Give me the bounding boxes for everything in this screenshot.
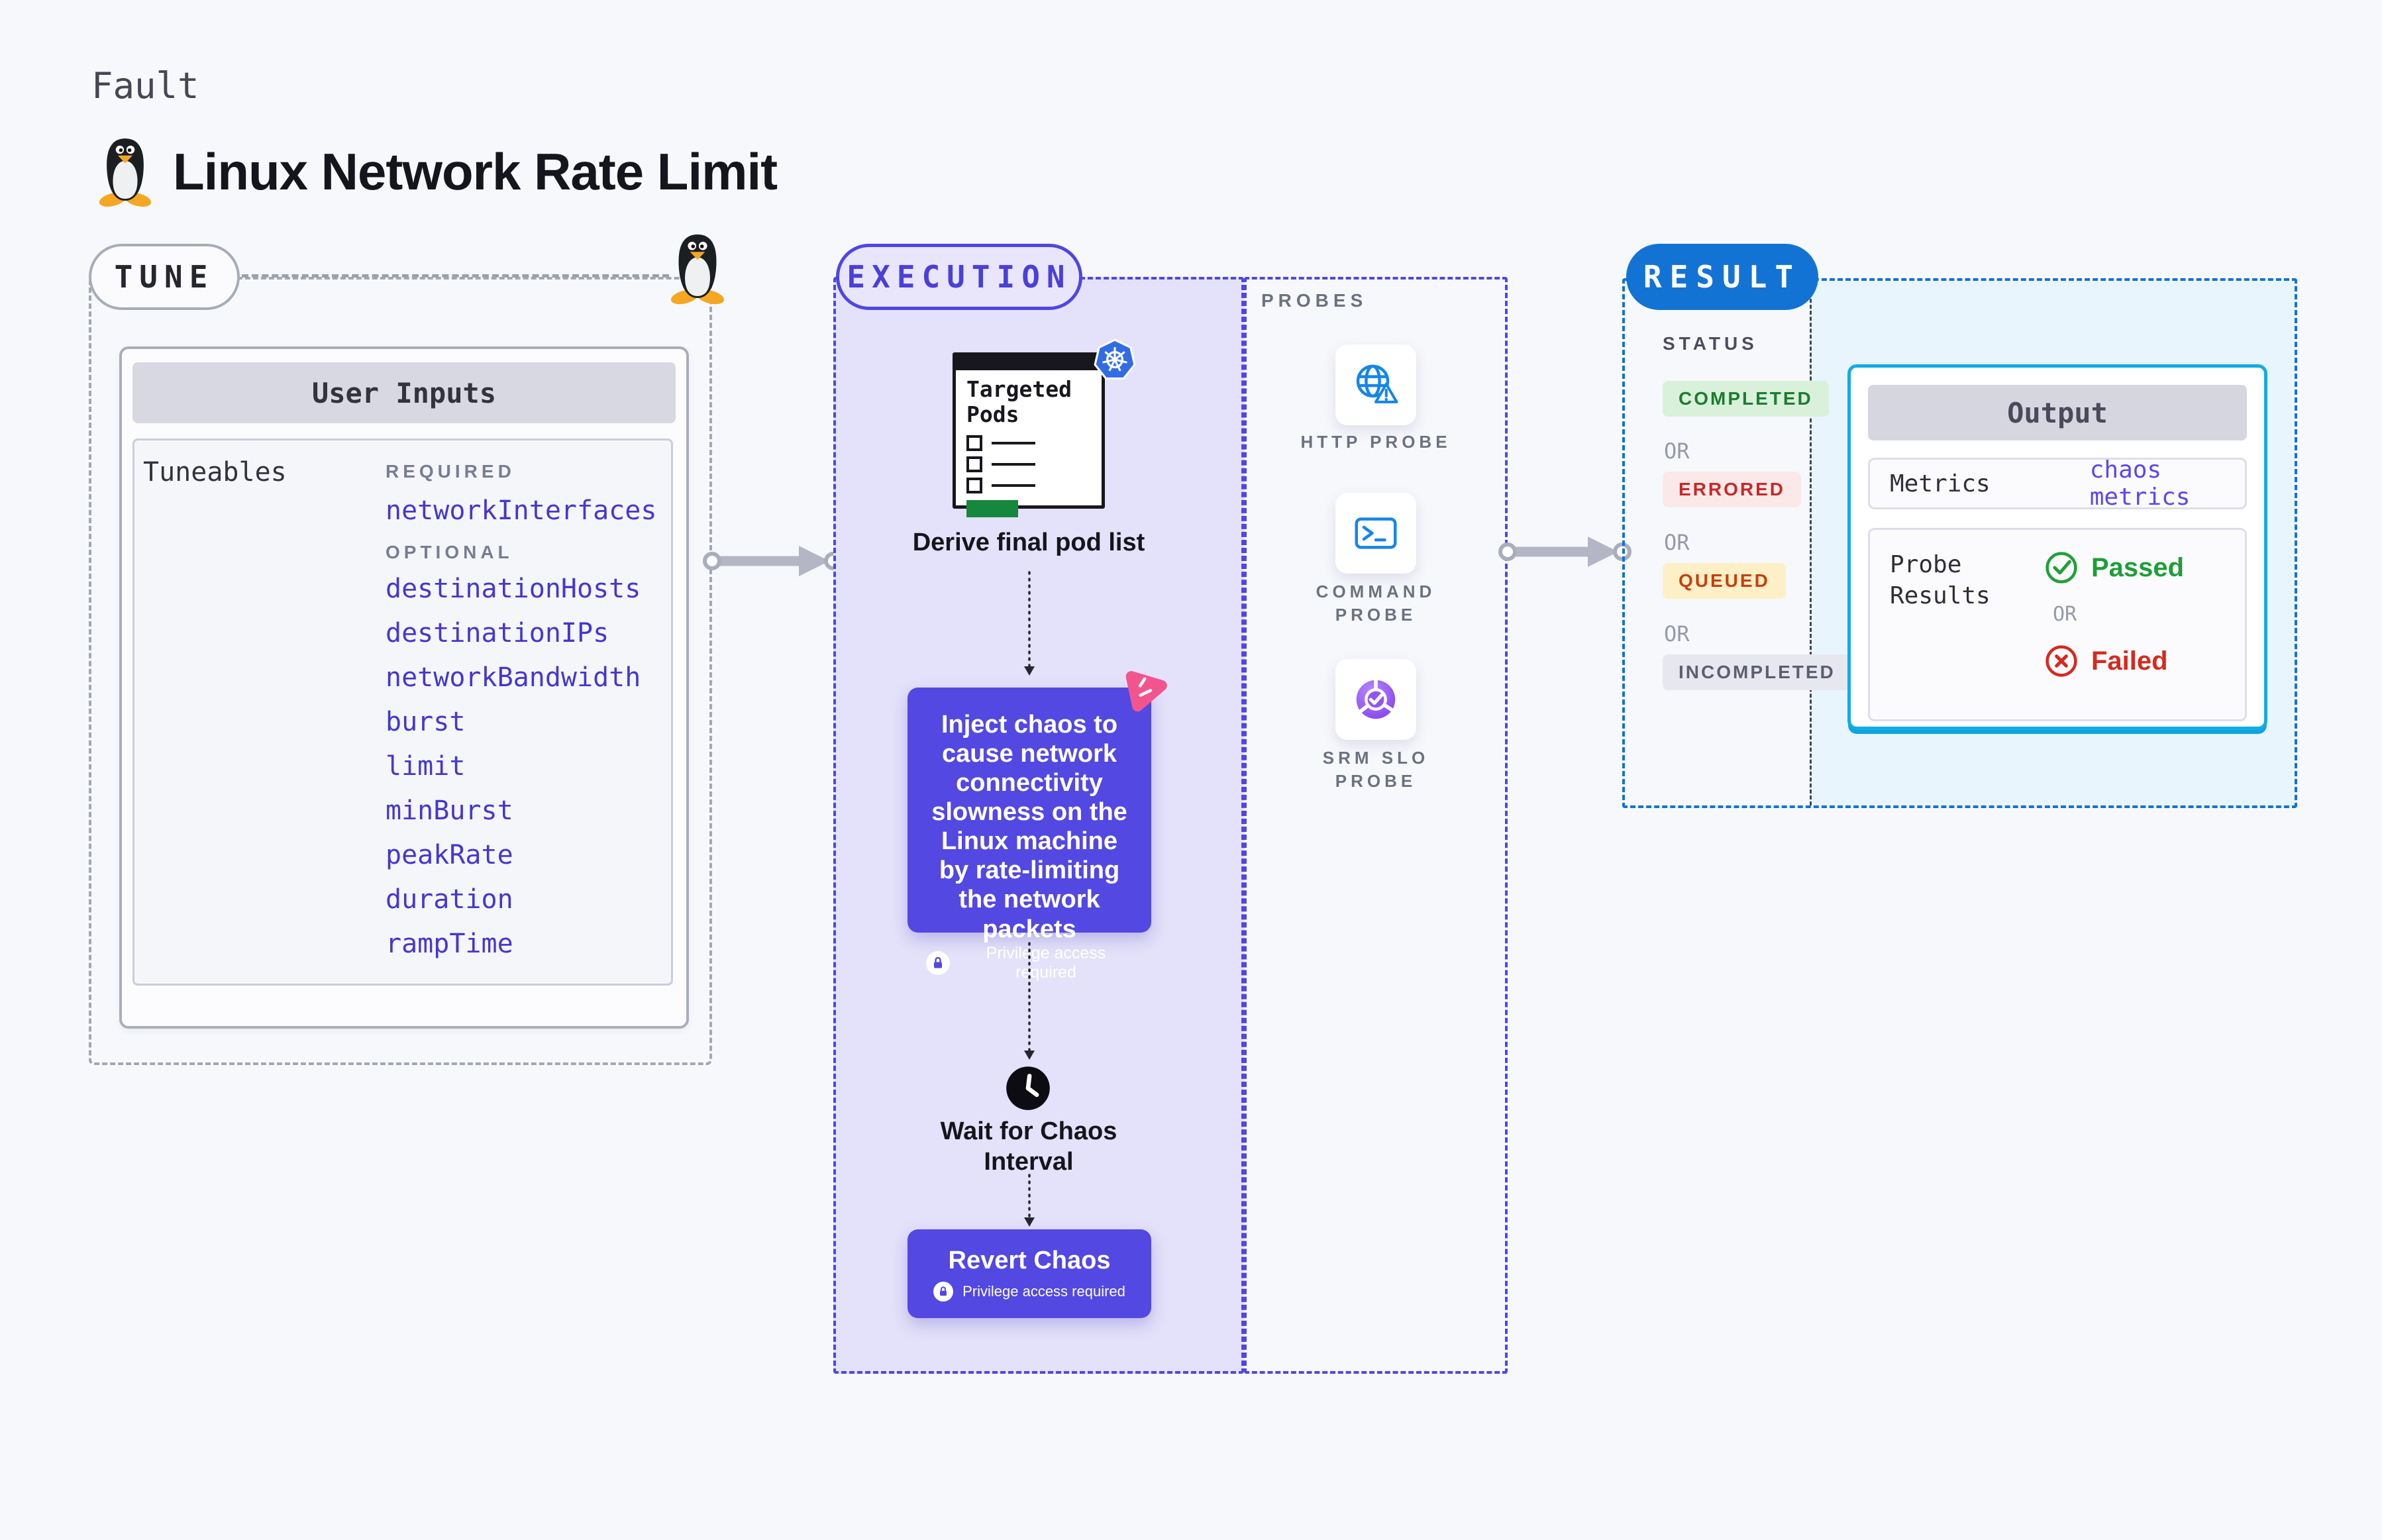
probe-results-values: Passed OR Failed (2044, 550, 2184, 719)
checkbox-icon (966, 435, 982, 451)
checkbox-icon (966, 456, 982, 472)
required-label: REQUIRED (386, 461, 515, 482)
tuneables-panel (132, 438, 673, 986)
inject-chaos-description: Inject chaos to cause network connectivi… (931, 711, 1127, 943)
output-card: Output Metrics chaos metrics Probe Resul… (1847, 364, 2267, 730)
tux-penguin-icon (99, 138, 152, 207)
http-probe-label: HTTP PROBE (1300, 432, 1451, 452)
command-probe-card (1335, 493, 1416, 574)
tuneable-destinationIPs[interactable]: destinationIPs (386, 618, 609, 648)
tuneable-limit[interactable]: limit (386, 751, 466, 782)
clock-icon (1006, 1066, 1050, 1110)
execution-section-badge: EXECUTION (836, 244, 1082, 310)
probe-results-row: Probe Results Passed OR Failed (1868, 528, 2247, 721)
kubernetes-icon (1094, 338, 1136, 380)
fault-eyebrow: Fault (91, 65, 199, 107)
check-circle-icon (2045, 552, 2077, 584)
pod-list-row (966, 435, 1102, 451)
failed-item: Failed (2044, 643, 2184, 679)
output-header: Output (1868, 385, 2247, 440)
srm-slo-probe-label: SRM SLO PROBE (1322, 748, 1429, 792)
pods-card-titlebar (956, 356, 1102, 370)
command-probe-label: COMMAND PROBE (1316, 582, 1436, 625)
srm-slo-probe-icon (1356, 679, 1396, 719)
probe-results-label: Probe Results (1890, 551, 1991, 609)
tuneable-destinationHosts[interactable]: destinationHosts (386, 574, 641, 604)
tux-penguin-icon-small (670, 234, 725, 305)
or-separator: OR (1664, 621, 1690, 646)
tune-section-badge: TUNE (89, 244, 240, 310)
probes-section-label: PROBES (1261, 290, 1368, 311)
user-inputs-header: User Inputs (132, 362, 676, 423)
pod-line (992, 484, 1035, 487)
chaos-metrics-link[interactable]: chaos metrics (2089, 456, 2191, 511)
result-section-badge: RESULT (1626, 244, 1818, 310)
execution-to-result-arrow (1498, 537, 1631, 567)
page-title-row: Linux Network Rate Limit (96, 136, 778, 207)
tuneable-peakRate[interactable]: peakRate (386, 840, 513, 870)
pod-list-row (966, 477, 1102, 493)
or-separator: OR (1664, 438, 1690, 464)
optional-label: OPTIONAL (386, 542, 513, 562)
http-probe-icon (1356, 364, 1398, 403)
inject-chaos-card: Inject chaos to cause network connectivi… (907, 688, 1151, 982)
wait-chaos-interval-label: Wait for Chaos Interval (940, 1117, 1117, 1176)
revert-chaos-label: Revert Chaos (948, 1246, 1111, 1274)
passed-label: Passed (2091, 552, 2185, 582)
status-badge-incompleted: INCOMPLETED (1663, 654, 1851, 690)
or-separator: OR (1664, 530, 1690, 555)
revert-chaos-card: Revert Chaos Privilege access required (907, 1229, 1151, 1318)
flow-connector-arrow (1024, 571, 1035, 676)
flow-connector-arrow (1024, 1174, 1035, 1227)
tuneable-burst[interactable]: burst (386, 707, 466, 737)
or-separator: OR (2053, 603, 2077, 626)
pods-green-button (966, 499, 1018, 517)
lock-icon (933, 1281, 954, 1302)
targeted-pods-card: Targeted Pods (953, 352, 1105, 517)
flow-connector-arrow (1024, 942, 1035, 1060)
privilege-row: Privilege access required (933, 1281, 1125, 1302)
lock-icon (926, 950, 950, 975)
pod-list-row (966, 456, 1102, 472)
status-label: STATUS (1663, 333, 1758, 354)
privilege-label: Privilege access required (986, 943, 1106, 982)
pod-line (992, 441, 1035, 444)
pod-line (992, 462, 1035, 466)
passed-item: Passed (2044, 550, 2184, 586)
tune-connector-line (242, 274, 669, 278)
status-badge-errored: ERRORED (1663, 472, 1802, 507)
command-probe-icon (1355, 517, 1397, 549)
chaos-experiment-icon (1125, 671, 1167, 712)
pods-card-title: Targeted Pods (966, 376, 1072, 427)
srm-slo-probe-card (1335, 659, 1416, 740)
tune-section-box (89, 277, 712, 1065)
status-badge-queued: QUEUED (1663, 563, 1786, 599)
x-circle-icon (2045, 645, 2077, 677)
tune-to-execution-arrow (703, 546, 843, 576)
checkbox-icon (966, 477, 982, 493)
metrics-row: Metrics chaos metrics (1868, 456, 2247, 511)
status-badge-completed: COMPLETED (1663, 381, 1829, 417)
tuneable-minBurst[interactable]: minBurst (386, 796, 513, 826)
metrics-label: Metrics (1890, 470, 1991, 497)
tuneables-label: Tuneables (143, 457, 287, 488)
http-probe-card (1335, 344, 1416, 425)
derive-pod-list-label: Derive final pod list (912, 529, 1145, 556)
tuneable-rampTime[interactable]: rampTime (386, 929, 513, 959)
probes-section-box (1244, 277, 1508, 1374)
tuneable-duration[interactable]: duration (386, 884, 513, 915)
privilege-label: Privilege access required (962, 1282, 1125, 1300)
tuneable-networkInterfaces[interactable]: networkInterfaces (386, 495, 657, 526)
privilege-row: Privilege access required (926, 944, 1133, 982)
failed-label: Failed (2091, 646, 2168, 676)
result-section-box (1622, 278, 2297, 808)
page-title: Linux Network Rate Limit (173, 142, 778, 201)
tuneable-networkBandwidth[interactable]: networkBandwidth (386, 662, 641, 693)
